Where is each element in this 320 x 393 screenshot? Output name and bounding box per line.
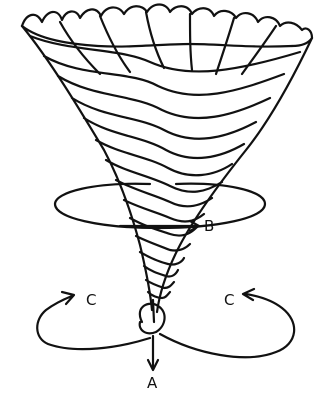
spiral-band xyxy=(144,266,178,277)
spiral-band xyxy=(140,252,184,265)
crown-striation xyxy=(242,26,276,74)
label-a: A xyxy=(147,374,158,392)
spiral-band xyxy=(124,200,204,221)
spiral-band xyxy=(44,56,284,95)
spiral-band xyxy=(146,280,174,288)
funnel-left-edge xyxy=(22,26,152,310)
crown-striation xyxy=(100,16,130,72)
crown-striation xyxy=(190,14,192,70)
funnel-right-edge xyxy=(157,38,312,312)
funnel-crown-inner xyxy=(22,26,292,47)
spiral-band xyxy=(106,160,222,192)
spiral-band xyxy=(72,98,256,139)
spiral-band xyxy=(84,118,244,158)
label-c-left: C xyxy=(86,291,96,309)
crown-striation xyxy=(146,12,164,68)
spiral-band xyxy=(58,76,270,118)
rotation-b-ellipse xyxy=(55,184,265,228)
label-b: B xyxy=(204,217,214,235)
label-c-right: C xyxy=(224,291,234,309)
stem-line xyxy=(153,300,154,322)
funnel-crown xyxy=(22,5,312,47)
